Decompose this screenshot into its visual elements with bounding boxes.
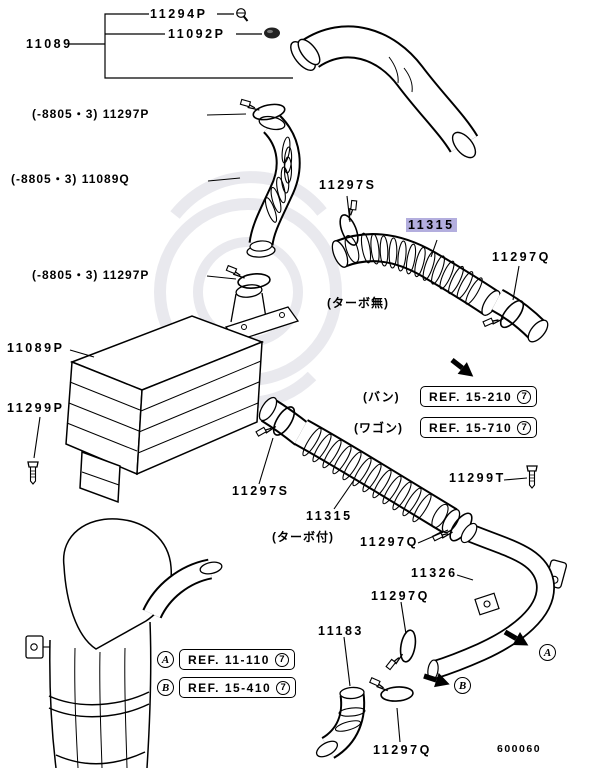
part-label-11092p: 11092P bbox=[168, 27, 226, 41]
intake-duct-drawing bbox=[290, 25, 479, 159]
note-turbo-with: (ターボ付) bbox=[272, 530, 334, 544]
air-cleaner-box-drawing bbox=[65, 315, 265, 504]
part-label-11297q-2: 11297Q bbox=[360, 535, 419, 549]
clamp-icon bbox=[368, 674, 415, 704]
part-label-11297q-4: 11297Q bbox=[373, 743, 432, 757]
ref-link-15-210[interactable]: REF. 15-210 7 bbox=[420, 386, 538, 407]
ref-link-15-710[interactable]: REF. 15-710 7 bbox=[420, 417, 538, 438]
part-label-11089: 11089 bbox=[26, 37, 73, 51]
ref-label: REF. 15-410 bbox=[188, 680, 272, 695]
pipe-11326-drawing bbox=[427, 522, 568, 681]
elbow-11183-drawing bbox=[315, 686, 366, 759]
leader-lines bbox=[33, 113, 528, 743]
part-label-11299t: 11299T bbox=[449, 471, 506, 485]
note-turbo-without: (ターボ無) bbox=[327, 296, 389, 310]
bolt-icon bbox=[27, 461, 39, 485]
part-label-11315-lower: 11315 bbox=[306, 509, 353, 523]
part-label-11315-highlighted[interactable]: 11315 bbox=[406, 218, 457, 232]
resonator-drawing bbox=[25, 518, 223, 768]
part-label-11183: 11183 bbox=[318, 624, 364, 638]
arrow-icon bbox=[447, 354, 478, 383]
part-label-11299p: 11299P bbox=[7, 401, 65, 415]
assembly-bracket bbox=[69, 13, 293, 79]
hose-11315-upper-drawing bbox=[331, 232, 549, 343]
part-label-11089p: 11089P bbox=[7, 341, 65, 355]
part-label-11297q-3: 11297Q bbox=[371, 589, 430, 603]
hose-11089q-drawing bbox=[224, 115, 301, 342]
part-label-11294p: 11294P bbox=[150, 7, 208, 21]
part-label-11089q: (-8805・3) 11089Q bbox=[11, 172, 130, 186]
ref-label: REF. 15-210 bbox=[429, 389, 513, 404]
circled-7-icon: 7 bbox=[276, 680, 291, 695]
ref-label: REF. 11-110 bbox=[188, 652, 270, 667]
circled-7-icon: 7 bbox=[517, 420, 532, 435]
diagram-code: 600060 bbox=[497, 743, 542, 755]
note-van: (バン) bbox=[363, 390, 400, 404]
part-label-11297s-lower: 11297S bbox=[232, 484, 290, 498]
circled-b-icon: B bbox=[454, 677, 471, 694]
part-label-11297s-upper: 11297S bbox=[319, 178, 377, 192]
circled-7-icon: 7 bbox=[517, 389, 532, 404]
part-label-11297q-1: 11297Q bbox=[492, 250, 551, 264]
circled-a-icon: A bbox=[539, 644, 556, 661]
part-label-11326: 11326 bbox=[411, 566, 458, 580]
part-label-11297p-upper: (-8805・3) 11297P bbox=[32, 107, 150, 121]
circled-a-icon: A bbox=[157, 651, 174, 668]
ref-link-15-410[interactable]: REF. 15-410 7 bbox=[179, 677, 297, 698]
ref-label: REF. 15-710 bbox=[429, 420, 513, 435]
hose-11315-lower-drawing bbox=[258, 396, 461, 534]
ref-link-11-110[interactable]: REF. 11-110 7 bbox=[179, 649, 295, 670]
screw-icon bbox=[236, 8, 249, 22]
grommet-icon bbox=[264, 27, 280, 39]
circled-7-icon: 7 bbox=[274, 652, 289, 667]
clamp-icon bbox=[384, 626, 419, 674]
bolt-icon bbox=[526, 465, 538, 489]
part-label-11297p-lower: (-8805・3) 11297P bbox=[32, 268, 150, 282]
note-wagon: (ワゴン) bbox=[354, 421, 403, 435]
circled-b-icon: B bbox=[157, 679, 174, 696]
